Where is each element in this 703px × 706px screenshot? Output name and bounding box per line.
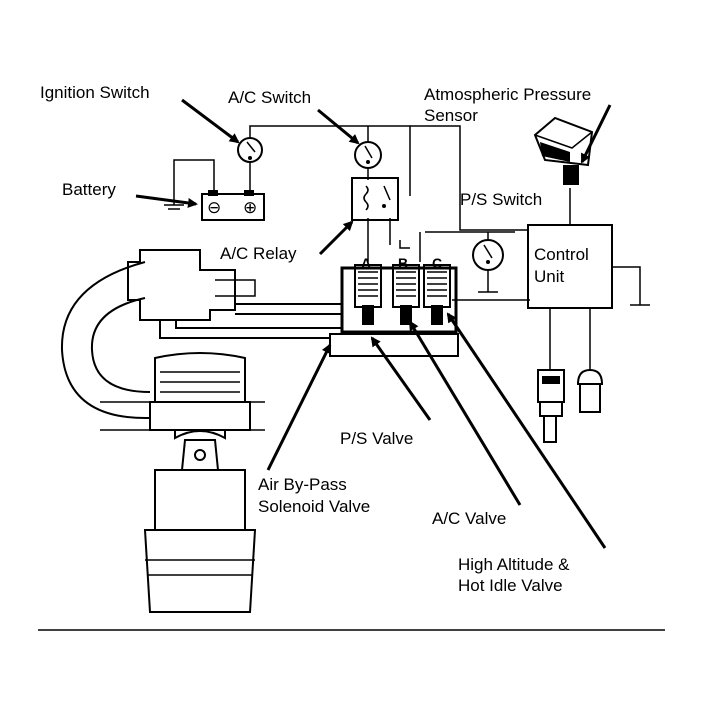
ac-switch-symbol (354, 141, 382, 169)
ignition-switch-symbol (237, 137, 263, 163)
valve-assembly: A B C (329, 255, 459, 357)
valve-b (392, 264, 420, 325)
ps-switch-label: P/S Switch (460, 190, 542, 209)
ac-relay-symbol (351, 177, 399, 221)
atmospheric-pressure-label-line2: Sensor (424, 106, 478, 125)
battery-plus-sign: ⊕ (243, 198, 257, 217)
valve-a (354, 264, 382, 325)
air-bypass-label-line2: Solenoid Valve (258, 497, 370, 516)
control-unit-box (527, 224, 613, 309)
temperature-sensor-symbol (537, 369, 565, 443)
wiring (164, 125, 650, 370)
valve-c (423, 264, 451, 325)
ac-switch-label: A/C Switch (228, 88, 311, 107)
air-passage-hoses (60, 249, 342, 420)
valve-b-label: B (398, 255, 408, 271)
ac-valve-label: A/C Valve (432, 509, 506, 528)
atmospheric-pressure-sensor-symbol (533, 116, 594, 185)
battery-symbol: ⊖ ⊕ (201, 190, 265, 221)
valve-c-label: C (432, 255, 442, 271)
air-bypass-label-line1: Air By-Pass (258, 475, 347, 494)
ac-relay-label: A/C Relay (220, 244, 297, 263)
valve-a-label: A (361, 255, 371, 271)
control-unit-label-line1: Control (534, 245, 589, 264)
engine-cylinder (100, 352, 265, 613)
text-labels: Ignition Switch A/C Switch Atmospheric P… (40, 83, 591, 595)
ps-switch-symbol (472, 239, 504, 271)
high-altitude-label-line1: High Altitude & (458, 555, 570, 574)
atmospheric-pressure-label-line1: Atmospheric Pressure (424, 85, 591, 104)
high-altitude-label-line2: Hot Idle Valve (458, 576, 563, 595)
battery-minus-sign: ⊖ (207, 198, 221, 217)
battery-label: Battery (62, 180, 116, 199)
ignition-switch-label: Ignition Switch (40, 83, 150, 102)
switch-sensor-symbol (576, 368, 604, 413)
ps-valve-label: P/S Valve (340, 429, 413, 448)
leader-arrows (135, 98, 612, 549)
control-unit-label-line2: Unit (534, 267, 565, 286)
